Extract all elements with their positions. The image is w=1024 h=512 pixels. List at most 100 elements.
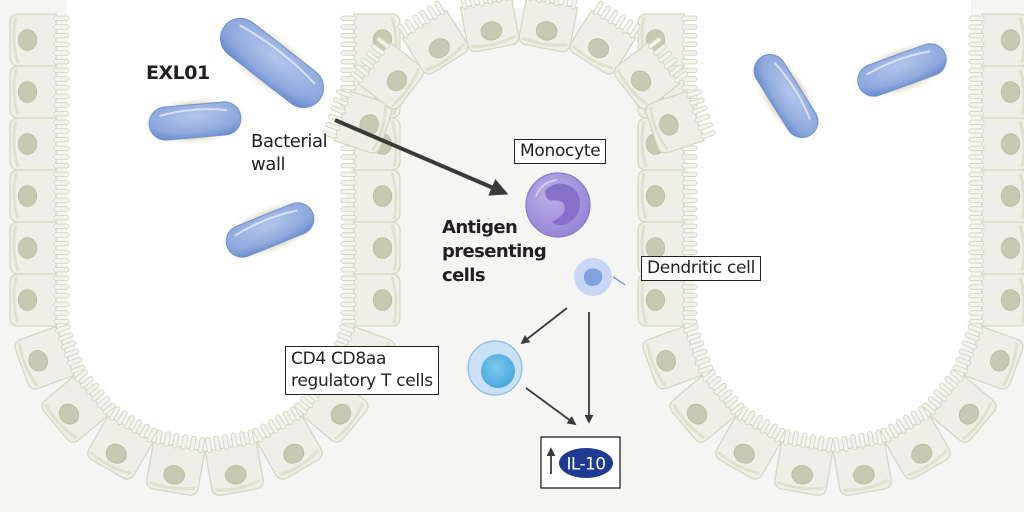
microvillus — [967, 324, 983, 334]
lumen-area — [67, 0, 343, 438]
epithelial-cell — [637, 273, 698, 327]
microvillus — [694, 113, 711, 123]
microvillus — [888, 423, 899, 439]
microvillus — [592, 0, 604, 16]
microvillus — [340, 206, 357, 212]
microvillus — [968, 301, 985, 308]
microvillus — [841, 435, 849, 452]
nucleus — [588, 38, 610, 59]
epithelial-cell — [642, 324, 714, 390]
nucleus — [659, 114, 679, 136]
microvillus — [247, 429, 255, 446]
microvillus — [468, 0, 476, 8]
microvillus — [663, 57, 678, 70]
nucleus — [480, 21, 503, 41]
microvillus — [53, 266, 70, 273]
microvillus — [968, 84, 985, 91]
microvillus — [927, 396, 942, 409]
microvillus — [340, 84, 357, 91]
microvillus — [252, 427, 264, 443]
microvillus — [131, 419, 143, 434]
nucleus — [225, 465, 247, 485]
treg-line-1: CD4 CD8aa — [291, 349, 387, 369]
microvillus — [340, 24, 357, 30]
nucleus — [1000, 237, 1021, 259]
microvillus — [53, 206, 70, 212]
microvillus — [961, 340, 978, 350]
microvillus — [74, 369, 88, 382]
microvillus — [562, 0, 570, 8]
epithelial-cell — [340, 13, 401, 67]
nucleus — [372, 289, 393, 311]
microvillus — [109, 406, 120, 421]
microvillus — [724, 396, 739, 409]
microvillus — [968, 197, 985, 204]
microvillus — [647, 36, 662, 49]
microvillus — [53, 301, 70, 308]
microvillus — [340, 188, 357, 195]
microvillus — [163, 431, 171, 447]
microvillus — [53, 188, 70, 195]
microvillus — [340, 15, 357, 22]
epithelial-cell — [252, 406, 323, 480]
microvillus — [968, 214, 985, 221]
microvillus — [172, 432, 180, 449]
nucleus — [1000, 133, 1021, 155]
microvillus — [968, 240, 985, 247]
nucleus — [1000, 289, 1021, 311]
microvillus — [968, 249, 985, 256]
microvillus — [340, 58, 357, 65]
epithelial-cell — [669, 369, 744, 443]
epithelial-cell — [9, 13, 70, 67]
epithelial-cell — [459, 0, 520, 53]
microvillus — [53, 76, 70, 82]
microvillus — [955, 356, 972, 366]
nucleus — [630, 70, 652, 92]
microvillus — [412, 14, 424, 29]
microvillus — [968, 67, 985, 74]
epithelial-cell — [774, 429, 834, 496]
microvillus — [340, 232, 357, 238]
nucleus — [330, 403, 352, 425]
microvillus — [674, 71, 689, 84]
microvillus — [53, 102, 70, 108]
microvillus — [290, 406, 301, 421]
microvillus — [53, 128, 70, 134]
microvillus — [607, 9, 619, 25]
microvillus — [681, 318, 698, 325]
treg-line-2: regulatory T cells — [291, 371, 433, 391]
nucleus — [372, 185, 393, 207]
bacterium-body — [753, 54, 819, 138]
microvillus — [340, 50, 357, 56]
microvillus — [600, 5, 612, 20]
microvillus — [918, 406, 929, 421]
microvillus — [681, 206, 698, 212]
nucleus — [733, 443, 755, 464]
microvillus — [340, 180, 357, 186]
microvillus — [404, 19, 416, 34]
microvillus — [681, 223, 698, 230]
microvillus — [146, 427, 158, 443]
microvillus — [968, 180, 985, 186]
microvillus — [791, 431, 799, 447]
microvillus — [968, 24, 985, 30]
microvillus — [53, 214, 70, 221]
microvillus — [553, 0, 561, 7]
microvillus — [903, 414, 914, 430]
microvillus — [340, 266, 357, 273]
microvillus — [700, 130, 716, 139]
microvillus — [53, 275, 70, 282]
nucleus — [686, 403, 708, 425]
epithelial-cell — [968, 273, 1024, 327]
microvillus — [737, 406, 748, 421]
microvillus — [867, 431, 875, 447]
microvillus — [79, 376, 94, 389]
microvillus — [968, 188, 985, 195]
microvillus — [260, 423, 271, 439]
microvillus — [502, 0, 510, 2]
microvillus — [681, 240, 698, 247]
microvillus — [681, 310, 698, 316]
epithelial-cell — [9, 65, 70, 119]
epithelial-cell — [518, 0, 579, 53]
epithelial-cell — [204, 429, 264, 496]
